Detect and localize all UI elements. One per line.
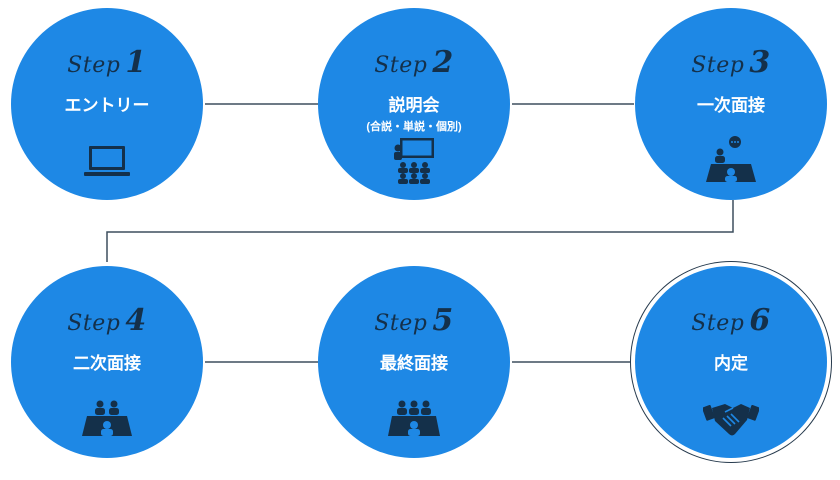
connector-3-4 [106,200,734,262]
two-interviewers-icon [79,394,135,442]
three-interviewers-icon [386,394,442,442]
presentation-audience-icon [386,136,442,184]
step-title: 内定 [714,354,748,373]
step-title: 最終面接 [380,354,448,373]
step-title: 二次面接 [73,354,141,373]
step-title: エントリー [64,96,150,115]
step-title: 説明会 [388,96,440,115]
step-title: 一次面接 [697,96,765,115]
single-interviewer-icon [703,136,759,184]
step-subtitle: (合説・単説・個別) [366,121,462,133]
laptop-icon [79,136,135,184]
handshake-icon [703,394,759,442]
